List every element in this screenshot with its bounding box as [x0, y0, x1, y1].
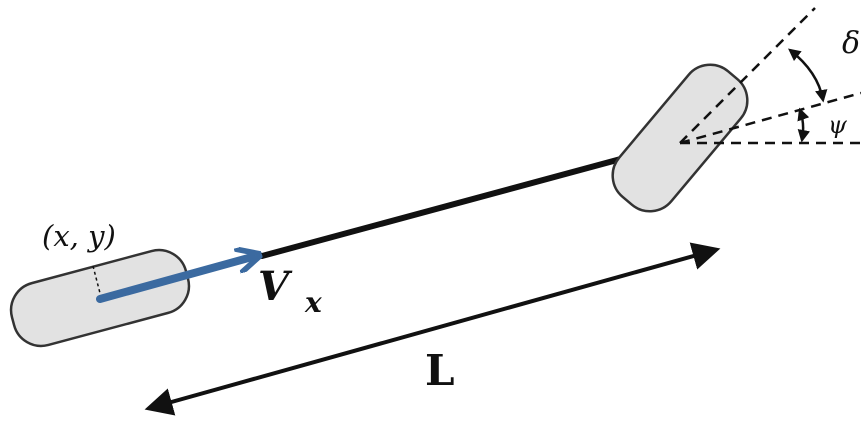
- wheelbase-arrow: [144, 242, 721, 416]
- heading-angle-arc: [797, 107, 810, 143]
- velocity-label: V x: [258, 263, 322, 319]
- heading-reference-line: [679, 91, 861, 145]
- position-label: (x, y): [42, 219, 116, 253]
- velocity-symbol: V: [258, 263, 293, 310]
- heading-angle-label: ψ: [828, 111, 848, 139]
- vehicle-body-line: [259, 140, 683, 259]
- velocity-subscript: x: [304, 286, 322, 319]
- steer-angle-arc: [788, 48, 828, 103]
- steering-reference-line: [679, 7, 816, 144]
- front-wheel: [611, 63, 749, 213]
- position-marker-line: [92, 265, 102, 298]
- wheelbase-label: L: [425, 346, 455, 395]
- steer-angle-label: δ: [842, 26, 860, 61]
